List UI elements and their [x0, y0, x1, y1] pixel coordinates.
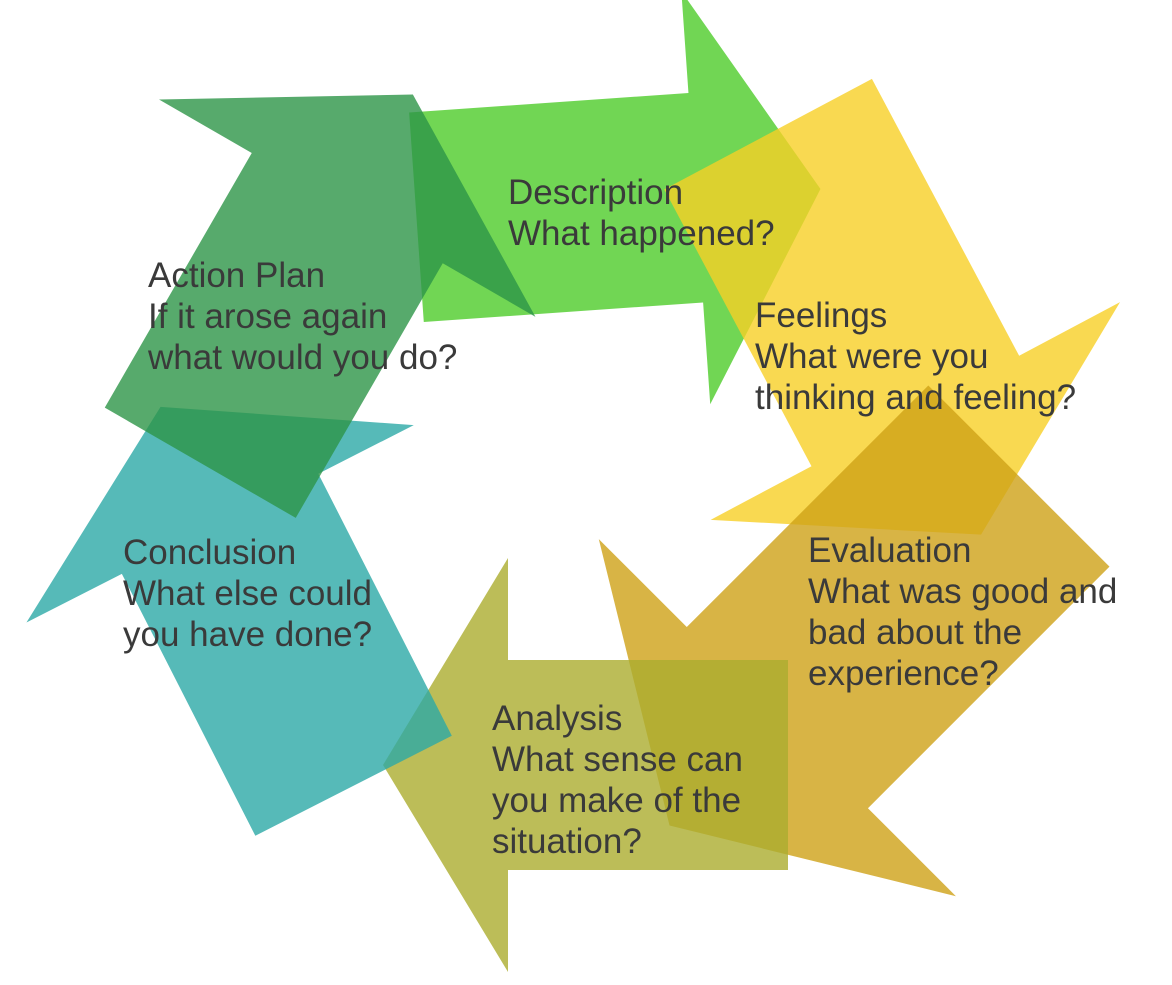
arrow-action_plan [104, 94, 536, 518]
arrow-feelings [664, 78, 1121, 535]
arrow-analysis [383, 558, 788, 972]
arrow-conclusion [26, 406, 452, 836]
